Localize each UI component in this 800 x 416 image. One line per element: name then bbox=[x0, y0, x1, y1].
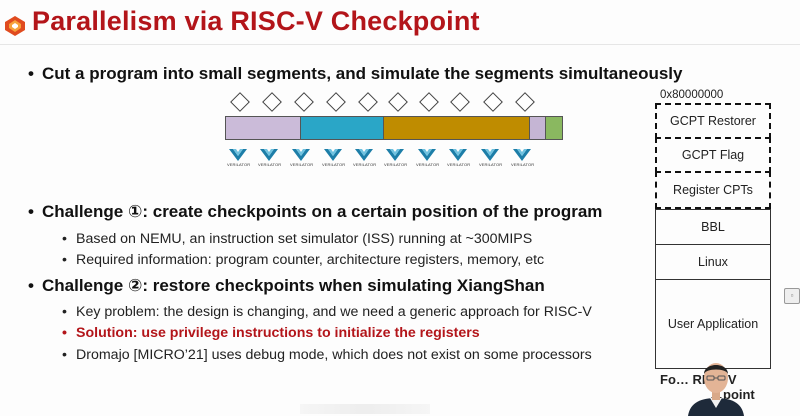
bullet-challenge-1: •Challenge ①: create checkpoints on a ce… bbox=[28, 202, 603, 221]
sub-bullet-key-problem-text: Key problem: the design is changing, and… bbox=[76, 304, 592, 320]
block-register-cpts: Register CPTs bbox=[655, 171, 771, 209]
checkpoint-diamond-icon bbox=[294, 92, 314, 112]
sub-bullet-required-info: •Required information: program counter, … bbox=[62, 252, 545, 268]
segment-3 bbox=[384, 117, 530, 139]
verilator-label: VERILATOR bbox=[322, 162, 346, 167]
verilator-logo-icon: VERILATOR bbox=[322, 148, 346, 170]
segment-2 bbox=[301, 117, 384, 139]
blurred-footer bbox=[300, 404, 430, 414]
checkpoint-diamond-icon bbox=[419, 92, 439, 112]
block-gcpt-flag: GCPT Flag bbox=[655, 137, 771, 173]
checkpoint-diamond-icon bbox=[230, 92, 250, 112]
bullet-segments: •Cut a program into small segments, and … bbox=[28, 64, 683, 83]
verilator-logo-icon: VERILATOR bbox=[353, 148, 377, 170]
verilator-label: VERILATOR bbox=[353, 162, 377, 167]
bullet-challenge-1-text: Challenge ①: create checkpoints on a cer… bbox=[42, 202, 603, 221]
verilator-logo-icon: VERILATOR bbox=[258, 148, 282, 170]
verilator-label: VERILATOR bbox=[511, 162, 535, 167]
speaker-webcam-overlay bbox=[688, 363, 744, 416]
verilator-logo-icon: VERILATOR bbox=[479, 148, 503, 170]
checkpoint-diamond-icon bbox=[326, 92, 346, 112]
verilator-logo-icon: VERILATOR bbox=[416, 148, 440, 170]
checkpoint-diamond-icon bbox=[388, 92, 408, 112]
verilator-logo-icon: VERILATOR bbox=[227, 148, 251, 170]
sub-bullet-dromajo-text: Dromajo [MICRO’21] uses debug mode, whic… bbox=[76, 347, 592, 363]
verilator-label: VERILATOR bbox=[479, 162, 503, 167]
checkpoint-diamond-icon bbox=[450, 92, 470, 112]
sub-bullet-nemu-text: Based on NEMU, an instruction set simula… bbox=[76, 231, 533, 247]
sub-bullet-solution: •Solution: use privilege instructions to… bbox=[62, 325, 480, 341]
verilator-label: VERILATOR bbox=[384, 162, 408, 167]
sub-bullet-key-problem: •Key problem: the design is changing, an… bbox=[62, 304, 592, 320]
slide-title: Parallelism via RISC-V Checkpoint bbox=[32, 6, 480, 36]
title-divider bbox=[0, 44, 800, 45]
bullet-challenge-2-text: Challenge ②: restore checkpoints when si… bbox=[42, 276, 545, 295]
side-widget-icon[interactable]: ▫ bbox=[784, 288, 800, 304]
bullet-segments-text: Cut a program into small segments, and s… bbox=[42, 64, 683, 83]
checkpoint-diamond-icon bbox=[483, 92, 503, 112]
segment-1 bbox=[226, 117, 301, 139]
verilator-label: VERILATOR bbox=[416, 162, 440, 167]
verilator-label: VERILATOR bbox=[290, 162, 314, 167]
checkpoint-diamond-icon bbox=[515, 92, 535, 112]
program-segment-bar bbox=[225, 116, 563, 140]
verilator-label: VERILATOR bbox=[227, 162, 251, 167]
bullet-challenge-2: •Challenge ②: restore checkpoints when s… bbox=[28, 276, 545, 295]
xiangshan-logo-icon bbox=[5, 16, 25, 36]
sub-bullet-required-info-text: Required information: program counter, a… bbox=[76, 252, 545, 268]
sub-bullet-dromajo: •Dromajo [MICRO’21] uses debug mode, whi… bbox=[62, 347, 592, 363]
verilator-logo-icon: VERILATOR bbox=[384, 148, 408, 170]
block-gcpt-restorer: GCPT Restorer bbox=[655, 103, 771, 139]
sub-bullet-solution-text: Solution: use privilege instructions to … bbox=[76, 325, 480, 341]
memory-base-address: 0x80000000 bbox=[660, 89, 724, 101]
block-linux: Linux bbox=[655, 244, 771, 280]
checkpoint-diamond-icon bbox=[358, 92, 378, 112]
verilator-logo-icon: VERILATOR bbox=[447, 148, 471, 170]
verilator-logo-icon: VERILATOR bbox=[290, 148, 314, 170]
verilator-label: VERILATOR bbox=[258, 162, 282, 167]
segment-5 bbox=[546, 117, 562, 139]
sub-bullet-nemu: •Based on NEMU, an instruction set simul… bbox=[62, 231, 533, 247]
checkpoint-diamond-icon bbox=[262, 92, 282, 112]
verilator-logo-icon: VERILATOR bbox=[511, 148, 535, 170]
block-bbl: BBL bbox=[655, 209, 771, 245]
segment-4 bbox=[530, 117, 546, 139]
verilator-label: VERILATOR bbox=[447, 162, 471, 167]
